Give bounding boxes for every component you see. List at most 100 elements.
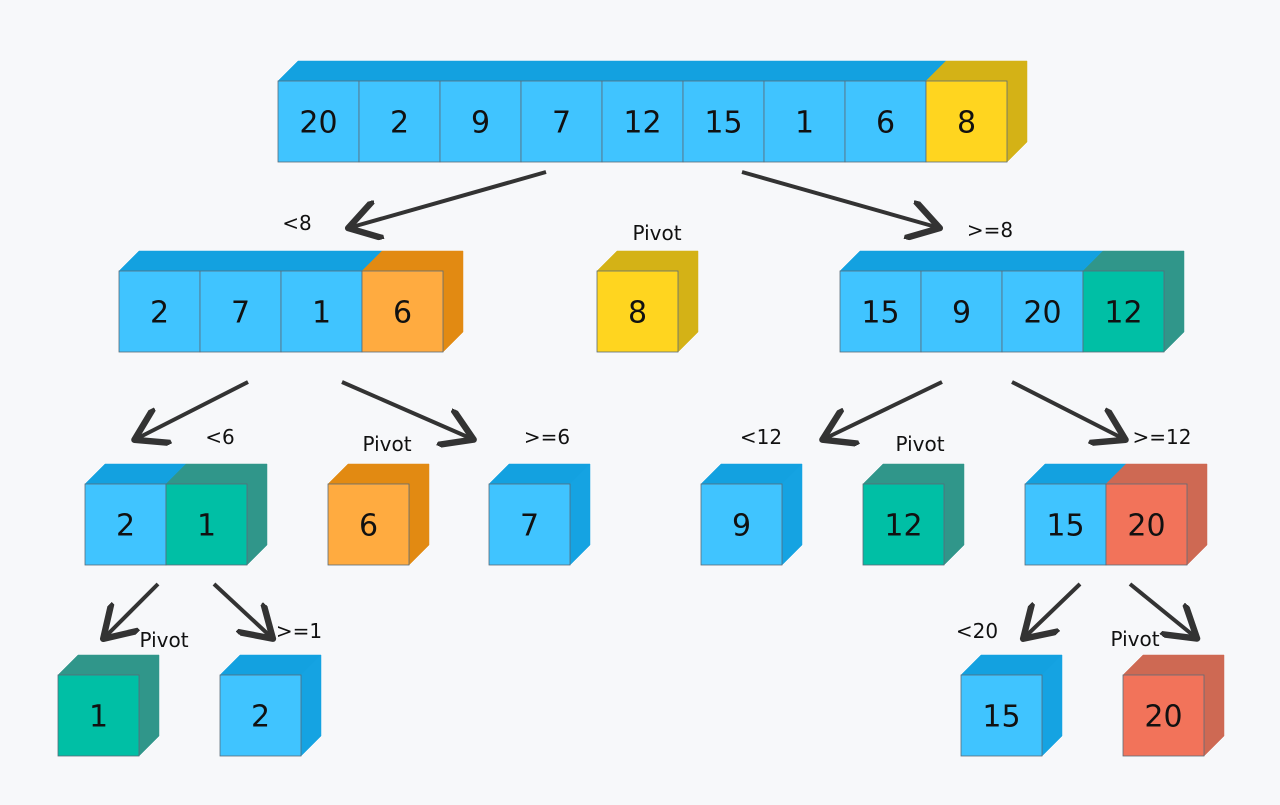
cell-value: 12: [1104, 296, 1142, 331]
cell-value: 15: [704, 106, 742, 141]
cell-front-face: [165, 483, 248, 566]
label-less-than-20: <20: [956, 619, 998, 643]
cell-value: 6: [393, 296, 412, 331]
cell-value: 7: [552, 106, 571, 141]
cell-front-face: [1105, 483, 1188, 566]
cell-value: 9: [732, 509, 751, 544]
array-greater-equal-6: 7: [488, 463, 591, 566]
cell-value: 9: [471, 106, 490, 141]
array-cell-15: 15: [839, 250, 942, 353]
array-cell-8: 8: [925, 60, 1028, 163]
cell-value: 8: [628, 296, 647, 331]
cell-front-face: [280, 270, 363, 353]
array-cell-12: 12: [1082, 250, 1185, 353]
array-cell-20: 20: [1105, 463, 1208, 566]
cell-front-face: [277, 80, 360, 163]
cell-value: 2: [251, 700, 270, 735]
arrow-lt6-to-pivot1: [106, 582, 160, 636]
cell-value: 7: [231, 296, 250, 331]
cell-front-face: [84, 483, 167, 566]
label-pivot-20: Pivot: [1110, 627, 1159, 651]
cell-front-face: [839, 270, 922, 353]
cell-front-face: [700, 483, 783, 566]
arrow-left-to-ge6: [341, 380, 470, 438]
cell-value: 2: [150, 296, 169, 331]
cell-front-face: [118, 270, 201, 353]
pivot-1: 1: [57, 654, 160, 757]
arrows-layer: [106, 170, 1194, 636]
array-cell-1: 1: [57, 654, 160, 757]
array-cell-7: 7: [199, 250, 302, 353]
array-cell-7: 7: [488, 463, 591, 566]
array-greater-equal-8: 15 9 20 12: [839, 250, 1185, 353]
cell-value: 1: [89, 700, 108, 735]
array-cell-2: 2: [219, 654, 322, 757]
cell-front-face: [488, 483, 571, 566]
cell-value: 20: [1023, 296, 1061, 331]
array-cell-6: 6: [361, 250, 464, 353]
label-less-than-8: <8: [282, 211, 311, 235]
array-cell-12: 12: [601, 60, 704, 163]
cell-front-face: [960, 674, 1043, 757]
cell-value: 20: [1144, 700, 1182, 735]
cell-value: 1: [312, 296, 331, 331]
array-cell-2: 2: [358, 60, 461, 163]
cell-value: 20: [299, 106, 337, 141]
cell-front-face: [361, 270, 444, 353]
cell-front-face: [439, 80, 522, 163]
arrow-lt6-to-ge1: [212, 582, 270, 636]
array-cell-2: 2: [84, 463, 187, 566]
arrow-right-to-lt12: [826, 380, 943, 438]
pivot-8: 8: [596, 250, 699, 353]
label-less-than-6: <6: [205, 425, 234, 449]
cell-front-face: [682, 80, 765, 163]
array-cell-15: 15: [960, 654, 1063, 757]
cell-front-face: [327, 483, 410, 566]
array-cell-8: 8: [596, 250, 699, 353]
cell-front-face: [601, 80, 684, 163]
arrow-right-to-ge12: [1011, 380, 1122, 438]
cell-value: 6: [876, 106, 895, 141]
cell-value: 7: [520, 509, 539, 544]
label-pivot-8: Pivot: [632, 221, 681, 245]
label-less-than-12: <12: [740, 425, 782, 449]
labels-layer: <8 Pivot >=8 <6 Pivot >=6 <12 Pivot >=12…: [139, 211, 1191, 652]
array-cell-12: 12: [862, 463, 965, 566]
label-greater-equal-8: >=8: [967, 218, 1013, 242]
array-cell-6: 6: [844, 60, 947, 163]
cell-value: 1: [197, 509, 216, 544]
array-cell-20: 20: [1001, 250, 1104, 353]
cell-front-face: [1122, 674, 1205, 757]
array-less-than-8: 2 7 1 6: [118, 250, 464, 353]
label-greater-equal-12: >=12: [1133, 425, 1192, 449]
array-cell-1: 1: [165, 463, 268, 566]
array-cell-2: 2: [118, 250, 221, 353]
arrow-left-to-lt6: [138, 380, 249, 438]
array-cell-15: 15: [1024, 463, 1127, 566]
array-greater-equal-1: 2: [219, 654, 322, 757]
array-cell-20: 20: [277, 60, 380, 163]
cell-value: 15: [1046, 509, 1084, 544]
cell-front-face: [862, 483, 945, 566]
cell-value: 9: [952, 296, 971, 331]
array-cell-15: 15: [682, 60, 785, 163]
cell-front-face: [920, 270, 1003, 353]
cell-front-face: [57, 674, 140, 757]
cell-front-face: [520, 80, 603, 163]
cell-value: 15: [982, 700, 1020, 735]
arrow-ge12-to-pivot20: [1128, 582, 1194, 636]
cell-front-face: [763, 80, 846, 163]
pivot-12: 12: [862, 463, 965, 566]
array-cell-9: 9: [439, 60, 542, 163]
cell-value: 12: [884, 509, 922, 544]
label-greater-equal-1: >=1: [276, 619, 322, 643]
array-cell-6: 6: [327, 463, 430, 566]
cell-front-face: [925, 80, 1008, 163]
label-pivot-6: Pivot: [362, 432, 411, 456]
cell-value: 20: [1127, 509, 1165, 544]
